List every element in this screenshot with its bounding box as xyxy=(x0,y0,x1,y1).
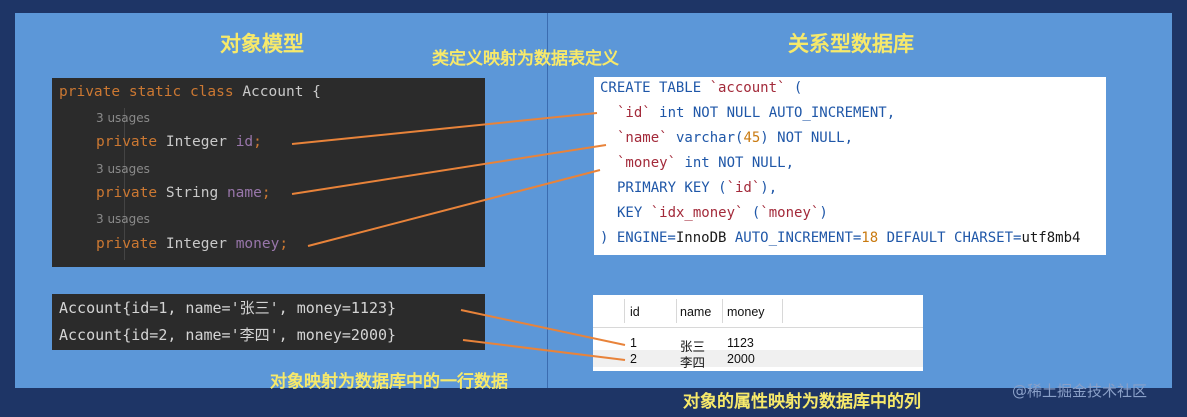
sql-column-def: int NOT NULL, xyxy=(676,155,795,171)
sql-keyword: ) ENGINE= xyxy=(600,230,676,246)
usages-hint: 3 usages xyxy=(96,111,150,125)
sql-column-def: ) NOT NULL, xyxy=(760,130,854,146)
class-mapping-label: 类定义映射为数据表定义 xyxy=(432,49,619,69)
field-line-id: private Integer id; xyxy=(96,132,262,152)
object-model-title: 对象模型 xyxy=(220,32,304,56)
sql-line-engine: ) ENGINE=InnoDB AUTO_INCREMENT=18 DEFAUL… xyxy=(600,227,1080,249)
sql-line-index: KEY `idx_money` (`money`) xyxy=(617,202,828,224)
output-line-2: Account{id=2, name='李四', money=2000} xyxy=(59,326,397,344)
column-separator xyxy=(624,299,625,323)
row-mapping-label: 对象映射为数据库中的一行数据 xyxy=(270,372,508,392)
field-name-id: id xyxy=(235,134,254,150)
db-result-table: id name money 1 张三 1123 2 李四 2000 xyxy=(593,295,923,371)
table-cell: 1 xyxy=(630,336,637,350)
panel-divider xyxy=(547,13,548,388)
field-name-name: name xyxy=(226,185,262,201)
field-semicolon: ; xyxy=(279,236,289,252)
field-name-money: money xyxy=(235,236,280,252)
java-class-code-block: private static class Account { 3 usages … xyxy=(52,78,485,267)
column-header-money: money xyxy=(727,305,765,319)
sql-column-money: `money` xyxy=(617,155,677,171)
sql-line-name-column: `name` varchar(45) NOT NULL, xyxy=(617,127,853,149)
sql-number: 45 xyxy=(743,130,761,146)
column-separator xyxy=(676,299,677,323)
usages-hint: 3 usages xyxy=(96,212,150,226)
table-row-alt-bg xyxy=(593,350,923,367)
sql-keyword: DEFAULT CHARSET= xyxy=(878,230,1022,246)
sql-keyword: PRIMARY KEY ( xyxy=(617,180,727,196)
column-separator xyxy=(722,299,723,323)
sql-punct: ) xyxy=(819,205,828,221)
sql-identifier: `id` xyxy=(726,180,761,196)
sql-punct: ( xyxy=(743,205,761,221)
column-separator xyxy=(782,299,783,323)
field-type: Integer xyxy=(165,134,236,150)
field-semicolon: ; xyxy=(261,185,271,201)
table-cell: 2 xyxy=(630,352,637,366)
watermark: @稀土掘金技术社区 xyxy=(1012,382,1148,400)
sql-identifier: `idx_money` xyxy=(650,205,744,221)
class-name: Account { xyxy=(242,84,321,100)
sql-punct: ( xyxy=(785,80,803,96)
sql-punct: ), xyxy=(760,180,778,196)
object-output-block: Account{id=1, name='张三', money=1123} Acc… xyxy=(52,294,485,350)
sql-column-def: int NOT NULL AUTO_INCREMENT, xyxy=(650,105,896,121)
field-type: String xyxy=(165,185,227,201)
class-declaration-line: private static class Account { xyxy=(59,82,321,102)
sql-column-def: varchar( xyxy=(667,130,744,146)
table-cell: 2000 xyxy=(727,352,755,366)
usages-hint: 3 usages xyxy=(96,162,150,176)
field-type: Integer xyxy=(165,236,236,252)
relational-db-title: 关系型数据库 xyxy=(788,32,914,56)
sql-column-id: `id` xyxy=(617,105,651,121)
sql-line-create: CREATE TABLE `account` ( xyxy=(600,77,802,99)
column-mapping-label: 对象的属性映射为数据库中的列 xyxy=(683,392,921,412)
sql-engine-name: InnoDB xyxy=(675,230,727,246)
sql-line-primary-key: PRIMARY KEY (`id`), xyxy=(617,177,777,199)
field-modifier: private xyxy=(96,236,166,252)
sql-line-id-column: `id` int NOT NULL AUTO_INCREMENT, xyxy=(617,102,895,124)
class-keywords: private static class xyxy=(59,84,243,100)
column-header-name: name xyxy=(680,305,712,319)
field-line-name: private String name; xyxy=(96,183,271,203)
header-separator xyxy=(593,327,923,328)
sql-number: 18 xyxy=(861,230,879,246)
field-modifier: private xyxy=(96,185,166,201)
sql-charset-name: utf8mb4 xyxy=(1021,230,1081,246)
output-line-1: Account{id=1, name='张三', money=1123} xyxy=(59,299,397,317)
sql-table-name: `account` xyxy=(709,80,786,96)
sql-keyword: CREATE TABLE xyxy=(600,80,710,96)
sql-create-table-block: CREATE TABLE `account` ( `id` int NOT NU… xyxy=(594,77,1106,255)
table-cell: 张三 xyxy=(680,340,706,354)
table-cell: 1123 xyxy=(727,336,754,350)
column-header-id: id xyxy=(630,305,640,319)
field-modifier: private xyxy=(96,134,166,150)
sql-line-money-column: `money` int NOT NULL, xyxy=(617,152,794,174)
indent-guide xyxy=(124,108,125,260)
sql-keyword: AUTO_INCREMENT= xyxy=(726,230,862,246)
sql-identifier: `money` xyxy=(760,205,820,221)
sql-keyword: KEY xyxy=(617,205,651,221)
field-semicolon: ; xyxy=(253,134,262,150)
sql-column-name: `name` xyxy=(617,130,668,146)
table-cell: 李四 xyxy=(680,356,706,370)
field-line-money: private Integer money; xyxy=(96,234,288,254)
